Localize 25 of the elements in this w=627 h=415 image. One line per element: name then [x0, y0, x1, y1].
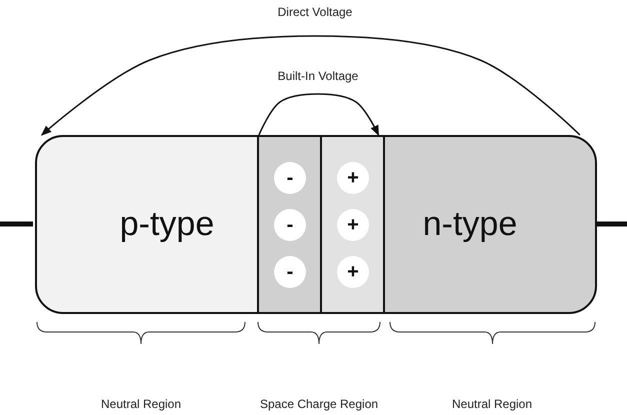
curved-arrow [258, 93, 380, 136]
charge-sign: + [347, 166, 359, 190]
region-caption: Neutral Region [100, 397, 182, 411]
charge-circle [274, 256, 306, 288]
edge-label: Built-In Voltage [278, 69, 358, 83]
n-type-region [383, 135, 597, 314]
charge-circle [274, 209, 306, 241]
charge-circle [337, 256, 369, 288]
charge-sign: - [286, 214, 294, 236]
charge-sign: - [286, 166, 294, 190]
region-label: p-type [118, 205, 214, 244]
p-type-region [35, 135, 259, 314]
charge-sign: - [286, 260, 294, 284]
region-label: n-type [422, 205, 518, 244]
curved-arrow [40, 35, 580, 136]
charge-sign: + [347, 214, 359, 236]
edge-label: Direct Voltage [278, 5, 352, 19]
charge-circle [274, 162, 306, 194]
depletion-n-side [320, 135, 385, 314]
region-caption: Space Charge Region [260, 397, 378, 411]
charge-sign: + [347, 260, 359, 284]
region-caption: Neutral Region [452, 397, 532, 411]
charge-circle [337, 162, 369, 194]
charge-circle [337, 209, 369, 241]
depletion-p-side [257, 135, 322, 314]
